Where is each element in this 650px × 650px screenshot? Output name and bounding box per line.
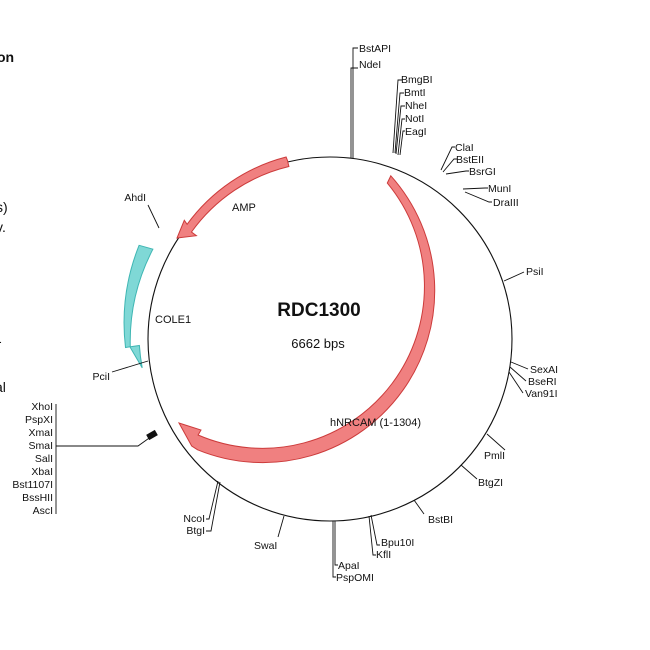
site-label-muni: MunI (488, 183, 511, 195)
feature-label-cole1: COLE1 (155, 314, 191, 326)
site-label-van91i: Van91I (525, 388, 558, 400)
site-group-pcii: PciI (92, 360, 149, 383)
site-label-bstapi: BstAPI (359, 43, 391, 55)
site-label-bpu10i: Bpu10I (381, 537, 414, 549)
site-label-draiii: DraIII (493, 197, 519, 209)
site-label-apai: ApaI (338, 560, 360, 572)
site-label-bsteii: BstEII (456, 154, 484, 166)
site-group-ahdi: AhdI (124, 192, 160, 229)
site-group-bmgbi: BmgBI BmtI NheI NotI EagI (392, 74, 433, 156)
site-label-psii: PsiI (526, 266, 544, 278)
site-label-clai: ClaI (455, 142, 474, 154)
site-group-ncoi: NcoI BtgI (183, 480, 221, 537)
site-group-clai: ClaI BstEII BsrGI (440, 142, 496, 178)
site-label-ahdi: AhdI (124, 192, 146, 204)
cut-off-text-3: v. (0, 219, 6, 235)
site-label-pmli: PmlI (484, 450, 505, 462)
plasmid-size: 6662 bps (291, 336, 345, 351)
site-label-xhoi: XhoI (31, 401, 53, 413)
site-group-apai: ApaI PspOMI (332, 521, 374, 584)
site-label-asci: AscI (33, 505, 53, 517)
feature-cole1-block (123, 244, 154, 369)
site-label-bmgbi: BmgBI (401, 74, 433, 86)
site-label-xmai: XmaI (28, 427, 53, 439)
site-group-psii: PsiI (503, 266, 544, 282)
site-label-swai: SwaI (254, 540, 277, 552)
site-label-eagi: EagI (405, 126, 427, 138)
site-label-bstbi: BstBI (428, 514, 453, 526)
site-label-sali: SalI (35, 453, 53, 465)
site-group-sexai: SexAI BseRI Van91I (508, 361, 558, 400)
site-label-bsrgi: BsrGI (469, 166, 496, 178)
plasmid-backbone (147, 156, 513, 522)
site-label-xbai: XbaI (31, 466, 53, 478)
plasmid-name: RDC1300 (277, 300, 360, 321)
site-label-bseri: BseRI (528, 376, 557, 388)
site-group-muni: MunI DraIII (462, 183, 519, 209)
site-group-btgzi: BtgZI (460, 464, 503, 489)
cut-off-text-2: s) (0, 199, 8, 215)
mcs-marker (146, 429, 158, 441)
site-group-mcs: XhoI PspXI XmaI SmaI SalI XbaI Bst1107I … (12, 401, 158, 517)
site-label-ncoi: NcoI (183, 513, 205, 525)
site-label-noti: NotI (405, 113, 424, 125)
site-label-btgi: BtgI (186, 525, 205, 537)
feature-label-amp: AMP (232, 202, 256, 214)
site-label-nhei: NheI (405, 100, 427, 112)
site-label-pcii: PciI (92, 371, 110, 383)
site-label-ndei: NdeI (359, 59, 381, 71)
feature-label-hnrcam: hNRCAM (1-1304) (330, 417, 421, 429)
site-label-bst1107i: Bst1107I (12, 479, 53, 491)
cut-off-text-5: al (0, 379, 6, 395)
site-label-smai: SmaI (28, 440, 53, 452)
site-label-kfli: KflI (376, 549, 391, 561)
site-label-bsshii: BssHII (22, 492, 53, 504)
site-label-sexai: SexAI (530, 364, 558, 376)
site-group-pmli: PmlI (484, 433, 506, 462)
feature-hnrcam-arrow (177, 174, 436, 464)
site-group-bstapi: BstAPI NdeI (350, 43, 391, 158)
site-group-bpu10i: Bpu10I KflI (368, 514, 414, 561)
site-label-btgzi: BtgZI (478, 477, 503, 489)
cut-off-text-4: - (0, 333, 2, 349)
site-group-bstbi: BstBI (413, 499, 453, 526)
site-label-bmti: BmtI (404, 87, 426, 99)
site-label-pspomi: PspOMI (336, 572, 374, 584)
feature-amp-arrow (176, 156, 290, 239)
cut-off-text-1: on (0, 49, 14, 65)
site-group-swai: SwaI (254, 515, 285, 552)
cut-off-text: on s) v. - al ) (0, 49, 14, 395)
site-label-pspxi: PspXI (25, 414, 53, 426)
